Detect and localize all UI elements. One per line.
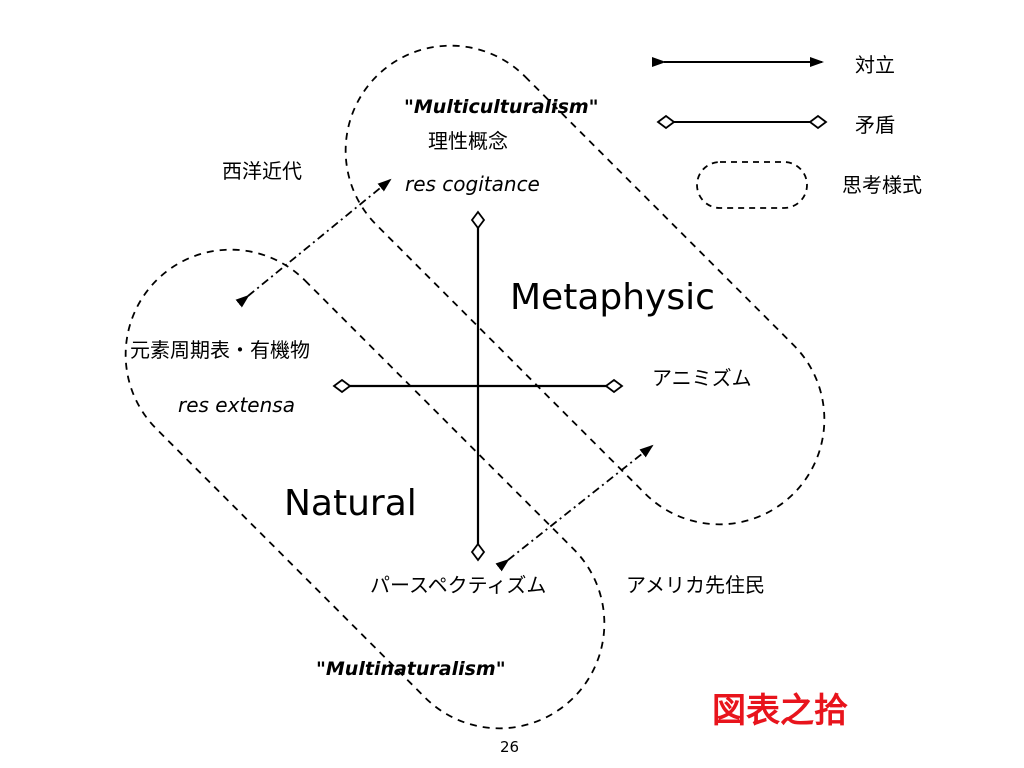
natural-label: Natural [284, 483, 417, 524]
page-number: 26 [500, 738, 519, 756]
lower-dashdot-arrow [495, 444, 654, 572]
diamond-end-icon [604, 378, 624, 394]
legend-thought-style-shape [696, 161, 808, 209]
upper-dashdot-arrow [235, 178, 392, 308]
natural-region-outline [124, 248, 606, 730]
risei-gainen-label: 理性概念 [428, 129, 508, 153]
diamond-end-icon [470, 542, 486, 562]
diamond-end-icon [470, 210, 486, 230]
multiculturalism-label: "Multiculturalism" [404, 96, 599, 118]
figure-stamp: 図表之拾 [712, 691, 848, 731]
multinaturalism-label: "Multinaturalism" [316, 658, 506, 680]
metaphysic-region-outline [344, 44, 826, 526]
diamond-end-icon [332, 378, 352, 394]
res-cogitance-label: res cogitance [405, 172, 540, 196]
legend: 対立 矛盾 思考様式 [652, 53, 922, 209]
diagram-labels: "Multiculturalism" 理性概念 西洋近代 res cogitan… [130, 96, 765, 680]
dash-dot-arrows [235, 178, 654, 572]
diamond-end-icon [656, 114, 676, 130]
thought-style-regions [124, 44, 826, 730]
diamond-end-icon [808, 114, 828, 130]
contradiction-cross [332, 210, 624, 562]
metaphysic-label: Metaphysic [510, 277, 715, 318]
res-extensa-label: res extensa [178, 393, 295, 417]
legend-opposition-label: 対立 [855, 53, 895, 77]
seiyo-kindai-label: 西洋近代 [222, 159, 302, 183]
legend-thought-style-label: 思考様式 [842, 173, 922, 197]
animism-label: アニミズム [652, 366, 752, 390]
genso-label: 元素周期表・有機物 [130, 338, 310, 362]
legend-contradiction-label: 矛盾 [855, 113, 895, 137]
perspectivism-label: パースペクティズム [370, 573, 546, 597]
american-native-label: アメリカ先住民 [626, 573, 765, 597]
